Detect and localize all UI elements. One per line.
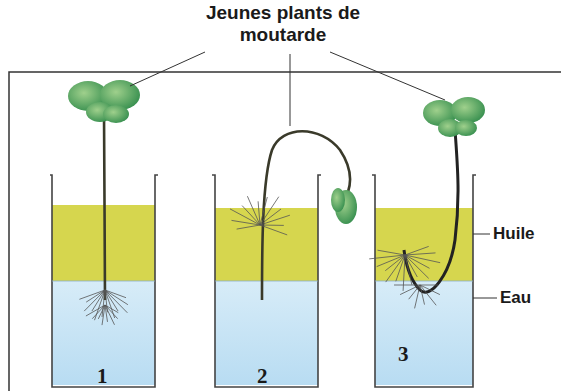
- seedling-3: [369, 97, 485, 308]
- leader-lines: [130, 52, 497, 298]
- layer-label: Eau: [500, 288, 531, 308]
- frame: [9, 72, 561, 391]
- callout-number: 1: [97, 364, 108, 389]
- caption-title: Jeunes plants de moutarde: [198, 2, 368, 46]
- callout-number: 3: [398, 342, 409, 367]
- seedling-2: [230, 131, 357, 300]
- seedling-1: [68, 80, 140, 325]
- layer-label: Huile: [493, 224, 535, 244]
- callout-number: 2: [257, 364, 268, 389]
